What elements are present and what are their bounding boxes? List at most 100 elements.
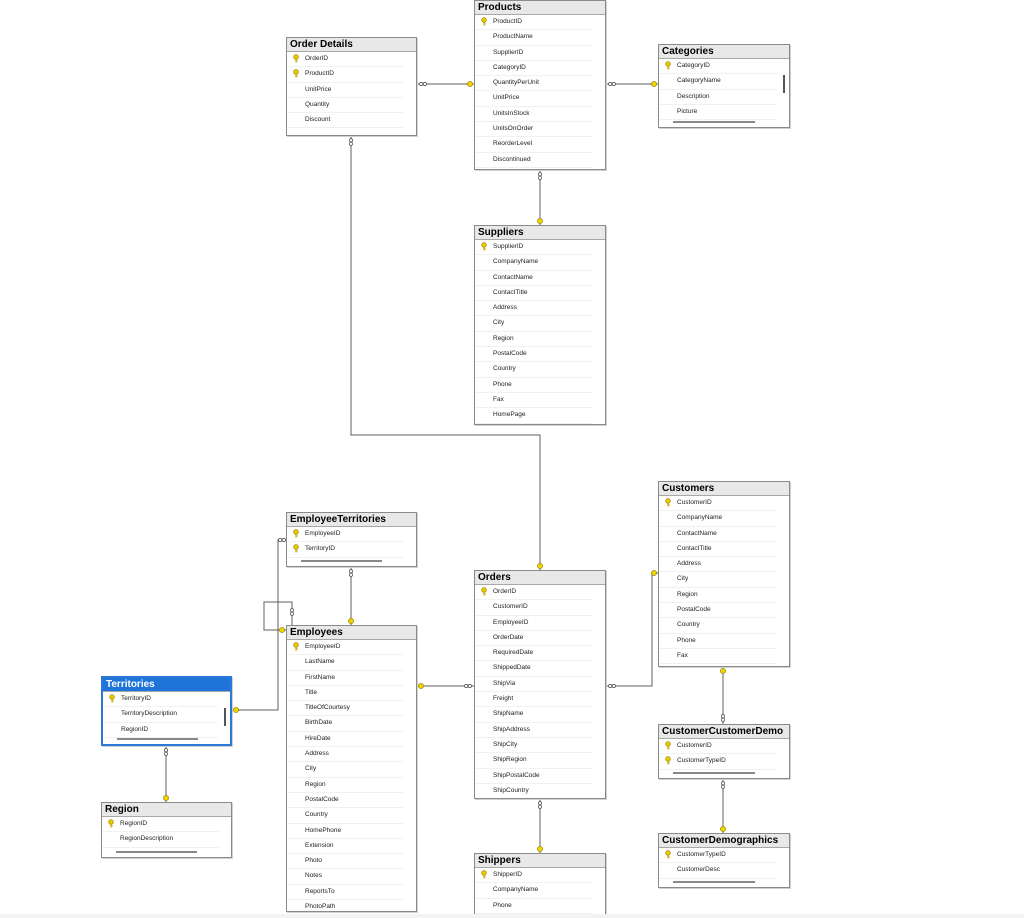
column-row[interactable]: HireDate — [287, 732, 404, 748]
column-row[interactable]: Fax — [659, 649, 777, 665]
column-row[interactable]: Phone — [475, 378, 593, 393]
table-title[interactable]: CustomerDemographics — [659, 834, 789, 848]
column-row[interactable]: ShipCity — [475, 738, 593, 754]
column-row[interactable]: RequiredDate — [475, 646, 593, 662]
column-row[interactable]: BirthDate — [287, 716, 404, 732]
column-row[interactable]: HomePage — [475, 408, 593, 424]
column-row[interactable]: Address — [659, 557, 777, 573]
column-row[interactable]: Address — [287, 747, 404, 763]
column-row[interactable]: City — [659, 572, 777, 588]
column-row[interactable]: Photo — [287, 854, 404, 870]
column-row[interactable]: UnitPrice — [475, 91, 593, 107]
column-row[interactable]: CompanyName — [475, 255, 593, 271]
table-title[interactable]: Region — [102, 803, 231, 817]
column-row[interactable]: Region — [659, 588, 777, 604]
column-row[interactable]: ContactName — [659, 527, 777, 542]
column-row[interactable]: ShipperID — [475, 868, 593, 884]
column-row[interactable]: ProductID — [475, 15, 593, 31]
column-row[interactable]: Phone — [659, 634, 777, 649]
column-row[interactable]: CustomerDesc — [659, 863, 777, 879]
column-row[interactable]: ShipPostalCode — [475, 769, 593, 784]
column-row[interactable]: SupplierID — [475, 240, 593, 256]
column-row[interactable]: PostalCode — [659, 603, 777, 619]
column-row[interactable]: Freight — [475, 692, 593, 708]
horizontal-scrollbar[interactable] — [117, 738, 198, 740]
column-row[interactable]: PhotoPath — [287, 900, 404, 911]
column-row[interactable]: CategoryID — [659, 59, 777, 75]
table-title[interactable]: Territories — [103, 678, 230, 692]
column-row[interactable]: Extension — [287, 839, 404, 855]
column-row[interactable]: TerritoryID — [103, 692, 218, 708]
column-row[interactable]: OrderID — [475, 585, 593, 601]
column-row[interactable]: FirstName — [287, 671, 404, 686]
column-row[interactable]: OrderID — [287, 52, 404, 68]
column-row[interactable]: CategoryName — [659, 74, 777, 90]
column-row[interactable]: Discontinued — [475, 153, 593, 168]
column-row[interactable]: ProductName — [475, 30, 593, 46]
column-row[interactable]: Phone — [475, 899, 593, 914]
column-row[interactable]: EmployeeID — [287, 640, 404, 656]
column-row[interactable]: City — [287, 762, 404, 778]
table-title[interactable]: CustomerCustomerDemo — [659, 725, 789, 739]
column-row[interactable]: ShipName — [475, 707, 593, 723]
column-row[interactable]: CategoryID — [475, 61, 593, 77]
column-row[interactable]: ContactTitle — [659, 542, 777, 558]
column-row[interactable]: SupplierID — [475, 46, 593, 61]
column-row[interactable]: Country — [287, 808, 404, 824]
horizontal-scrollbar[interactable] — [673, 772, 755, 774]
column-row[interactable]: ProductID — [287, 67, 404, 83]
column-row[interactable]: CustomerTypeID — [659, 754, 777, 770]
column-row[interactable]: City — [475, 316, 593, 332]
column-row[interactable]: RegionDescription — [102, 832, 219, 848]
column-row[interactable]: CompanyName — [659, 511, 777, 527]
column-row[interactable]: ReorderLevel — [475, 137, 593, 153]
column-row[interactable]: CustomerID — [475, 600, 593, 616]
column-row[interactable]: UnitPrice — [287, 83, 404, 98]
vertical-scrollbar[interactable] — [783, 75, 785, 93]
column-row[interactable]: Fax — [475, 393, 593, 409]
table-title[interactable]: Order Details — [287, 38, 416, 52]
column-row[interactable]: Region — [287, 778, 404, 793]
column-row[interactable]: Country — [659, 618, 777, 634]
column-row[interactable]: QuantityPerUnit — [475, 76, 593, 92]
column-row[interactable]: CustomerID — [659, 739, 777, 755]
table-title[interactable]: Categories — [659, 45, 789, 59]
column-row[interactable]: Description — [659, 90, 777, 105]
table-title[interactable]: Shippers — [475, 854, 605, 868]
column-row[interactable]: ContactTitle — [475, 286, 593, 302]
horizontal-scrollbar[interactable] — [673, 881, 755, 883]
vertical-scrollbar[interactable] — [224, 708, 226, 726]
column-row[interactable]: CustomerID — [659, 496, 777, 512]
column-row[interactable]: UnitsOnOrder — [475, 122, 593, 138]
column-row[interactable]: PostalCode — [287, 793, 404, 809]
column-row[interactable]: ContactName — [475, 271, 593, 286]
column-row[interactable]: OrderDate — [475, 631, 593, 647]
table-title[interactable]: Products — [475, 1, 605, 15]
column-row[interactable]: TerritoryID — [287, 542, 404, 558]
column-row[interactable]: LastName — [287, 655, 404, 671]
column-row[interactable]: RegionID — [103, 723, 218, 738]
column-row[interactable]: Quantity — [287, 98, 404, 114]
column-row[interactable]: ShipAddress — [475, 723, 593, 738]
column-row[interactable]: ReportsTo — [287, 885, 404, 901]
column-row[interactable]: PostalCode — [475, 347, 593, 363]
table-title[interactable]: Customers — [659, 482, 789, 496]
column-row[interactable]: Region — [475, 332, 593, 348]
column-row[interactable]: Picture — [659, 105, 777, 121]
column-row[interactable]: TitleOfCourtesy — [287, 701, 404, 717]
column-row[interactable]: ShipCountry — [475, 784, 593, 798]
horizontal-scrollbar[interactable] — [116, 851, 197, 853]
column-row[interactable]: UnitsInStock — [475, 107, 593, 123]
column-row[interactable]: ShippedDate — [475, 661, 593, 677]
column-row[interactable]: Title — [287, 686, 404, 702]
